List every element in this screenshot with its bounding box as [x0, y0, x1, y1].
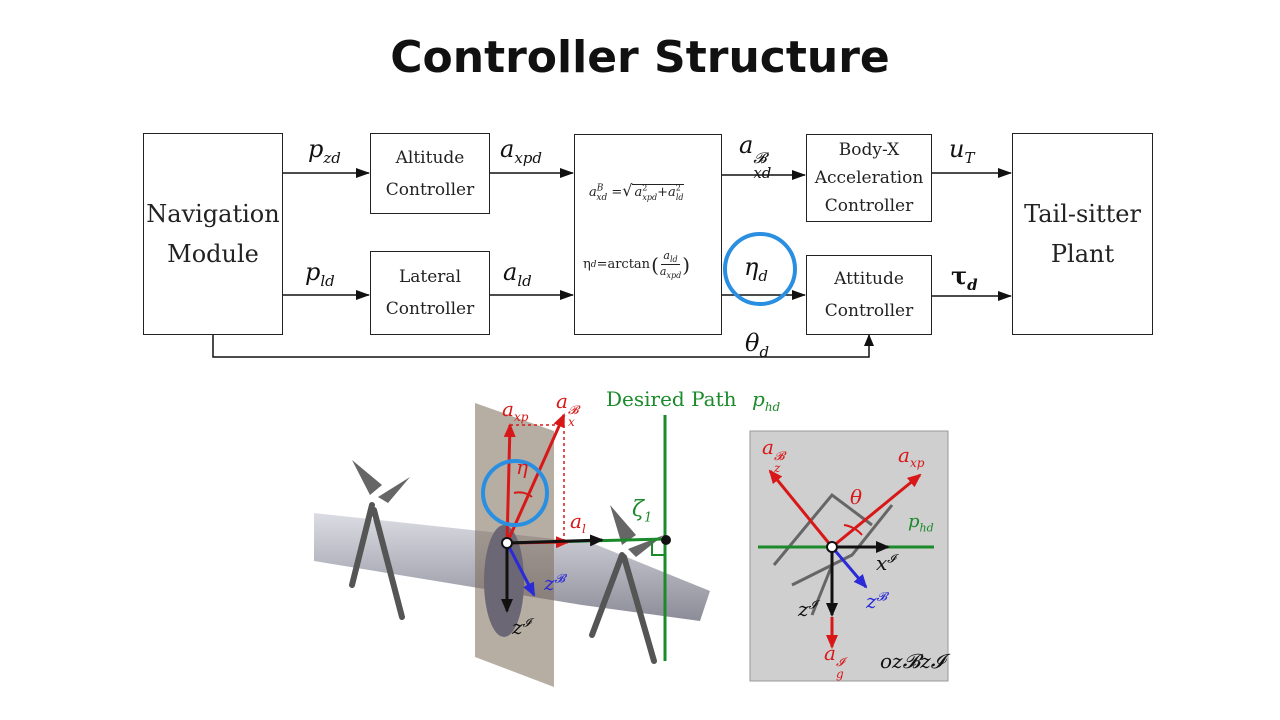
eq1-sq2: 2: [675, 183, 681, 193]
signal-pzd: pzd: [308, 135, 341, 167]
side-vector-zb: [830, 546, 868, 589]
eq2-lhs-sub: d: [590, 259, 597, 270]
lateral-controller-block: Lateral Controller: [370, 251, 490, 335]
side-label-theta: θ: [850, 485, 863, 509]
label-axp: axp: [502, 397, 529, 424]
plant-line2: Plant: [1050, 240, 1115, 268]
eq2-num-sub: ld: [669, 255, 678, 265]
bodyx-acceleration-controller-block: Body-X Acceleration Controller: [806, 134, 932, 222]
eq2-den: a: [659, 265, 667, 279]
label-zeta: ζ1: [632, 497, 653, 526]
side-view-aircraft: [772, 492, 894, 616]
plant-line1: Tail-sitter: [1024, 200, 1141, 228]
bodyx-line2: Acceleration: [814, 168, 924, 188]
navigation-line2: Module: [167, 240, 259, 268]
eq1-sub1: xpd: [642, 192, 658, 202]
highlight-circle-eta: [481, 459, 549, 527]
side-label-plane: oz𝓑z𝓘: [880, 649, 945, 673]
signal-thetad: θd: [745, 329, 770, 361]
eq1-lhs: a: [589, 185, 597, 200]
eq1-sub2: ld: [675, 192, 684, 202]
slide-title: Controller Structure: [390, 32, 890, 83]
attitude-controller-block: Attitude Controller: [806, 255, 932, 335]
side-theta-arc: [843, 524, 863, 536]
side-vector-axp: [831, 473, 922, 549]
origin-marker: [501, 537, 513, 549]
altitude-line1: Altitude: [395, 147, 465, 168]
aircraft-fuselage: [484, 525, 524, 637]
diagram-wires: [212, 168, 1012, 358]
vector-zb: [505, 542, 536, 597]
illustration-svg: [314, 403, 949, 687]
aircraft-struts: [349, 502, 657, 664]
bodyx-line3: Controller: [824, 196, 914, 216]
eq2-den-sub: xpd: [666, 271, 682, 281]
eq1-sq1: 2: [642, 183, 648, 193]
bodyx-line1: Body-X: [838, 140, 900, 160]
side-label-phd: phd: [908, 511, 934, 535]
attitude-line2: Controller: [824, 301, 914, 321]
label-phd: phd: [752, 387, 781, 414]
label-al: al: [570, 509, 586, 536]
signal-etad: ηd: [744, 253, 768, 285]
lateral-line1: Lateral: [398, 267, 461, 287]
eq2-num: a: [663, 249, 670, 262]
navigation-line1: Navigation: [146, 200, 280, 228]
eq1-lhs-sup: B: [596, 183, 604, 194]
eq2-lhs: η: [583, 257, 591, 273]
attitude-line1: Attitude: [834, 269, 904, 289]
navigation-module-block: Navigation Module: [143, 133, 283, 335]
label-zb: z𝓑: [544, 571, 566, 595]
side-label-axp: axp: [898, 443, 925, 470]
lateral-line2: Controller: [385, 299, 475, 319]
vector-ax-body: [505, 413, 566, 544]
eq2-fn: =arctan: [596, 257, 651, 273]
highlight-circle-etad: [723, 232, 797, 306]
side-vector-azb: [768, 469, 834, 548]
label-desired-path: Desired Path: [606, 387, 737, 411]
block-diagram: Navigation Module Altitude Controller La…: [143, 123, 1159, 363]
side-label-xi: x𝓘: [876, 551, 896, 575]
vector-x-inertial: [506, 534, 604, 547]
mixer-block: [574, 134, 722, 335]
side-label-zb: z𝓑: [866, 589, 888, 613]
eq1-a2: a: [668, 185, 676, 200]
arrow-thetad-head: [864, 334, 874, 346]
signal-ald: ald: [503, 258, 532, 290]
side-origin-marker: [826, 541, 838, 553]
right-angle-mark: [651, 541, 665, 556]
path-point: [661, 535, 671, 545]
eq1-a1: a: [634, 185, 643, 200]
dashed-projection: [510, 424, 565, 543]
side-label-zi: z𝓘: [798, 597, 817, 621]
tailsitter-plant-block: Tail-sitter Plant: [1012, 133, 1153, 335]
label-eta: η: [516, 455, 528, 479]
eta-arc: [513, 491, 533, 498]
altitude-line2: Controller: [385, 179, 475, 200]
eq1-lhs-sub: xd: [596, 192, 608, 203]
signal-taud: τd: [951, 261, 978, 294]
altitude-controller-block: Altitude Controller: [370, 133, 490, 214]
mixer-equation-1: aBxd =√a2xpd+a2ld: [589, 181, 684, 203]
signal-axpd: axpd: [500, 135, 542, 167]
eq1-plus: +: [657, 185, 669, 200]
label-zi: z𝓘: [512, 615, 531, 639]
signal-pld: pld: [305, 258, 335, 290]
feedback-thetad: [212, 335, 870, 358]
signal-ut: uT: [949, 135, 975, 167]
